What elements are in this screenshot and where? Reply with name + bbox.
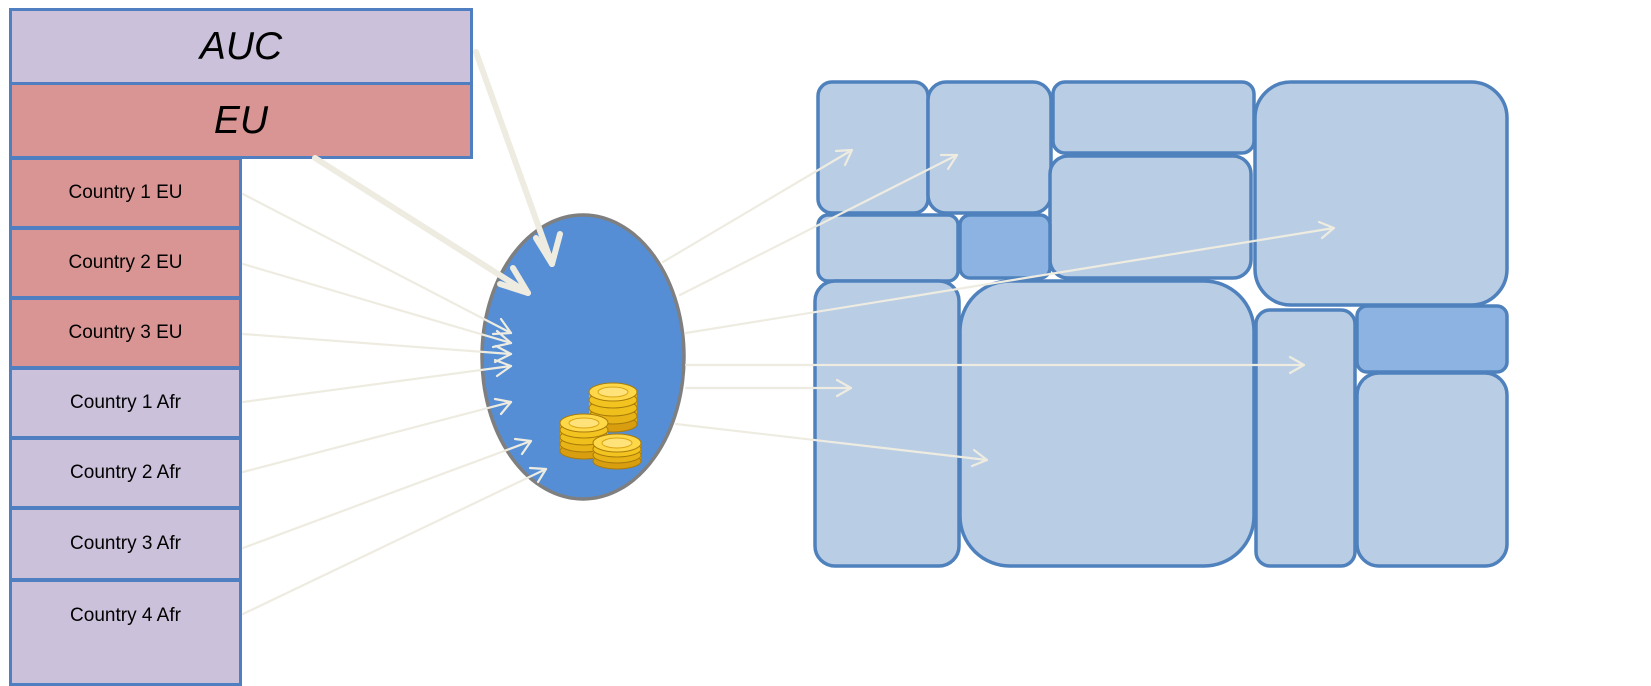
country-label: Country 3 EU <box>68 322 183 343</box>
destination-block <box>1355 371 1509 568</box>
country-label: Country 1 Afr <box>70 392 181 413</box>
arrow-fund-to-block <box>661 148 854 264</box>
destination-block <box>816 213 960 283</box>
arrow-fund-to-block <box>674 422 989 462</box>
arrow-country-to-fund <box>241 192 513 335</box>
destination-block <box>1051 80 1256 155</box>
country-label: Country 3 Afr <box>70 533 181 554</box>
country-label: Country 2 EU <box>68 252 183 273</box>
arrowhead <box>493 344 513 364</box>
destination-block <box>1048 154 1253 280</box>
destination-blocks <box>813 80 1509 568</box>
arrow-country-to-fund <box>241 400 513 474</box>
arrow-country-to-fund <box>241 262 513 345</box>
eu-label: EU <box>213 98 269 142</box>
country-box: Country 4 Afr <box>9 579 242 686</box>
arrowhead <box>533 231 563 267</box>
destination-block <box>958 213 1052 280</box>
arrowhead <box>835 378 853 398</box>
arrowhead <box>939 153 959 171</box>
destination-block <box>926 80 1053 215</box>
destination-block <box>1253 80 1509 307</box>
arrow-fund-to-block <box>684 226 1336 335</box>
arrowhead <box>493 397 513 416</box>
arrow-country-to-fund <box>241 439 533 550</box>
arrowhead <box>513 437 533 456</box>
arrowhead <box>491 329 513 349</box>
arrow-country-to-fund <box>241 332 513 356</box>
destination-block <box>816 80 930 215</box>
arrowhead <box>1317 220 1336 240</box>
country-label: Country 4 Afr <box>70 604 181 626</box>
auc-box: AUC <box>9 8 473 85</box>
destination-block <box>958 279 1256 568</box>
flow-arrows <box>241 49 1336 616</box>
arrowhead <box>834 148 854 167</box>
arrowhead <box>970 448 989 468</box>
arrow-eu-to-fund <box>312 155 531 296</box>
arrow-fund-to-block <box>678 153 959 297</box>
arrowhead <box>528 466 548 484</box>
country-label: Country 1 EU <box>68 182 183 203</box>
arrowhead <box>493 358 513 378</box>
auc-label: AUC <box>199 24 283 68</box>
destination-block <box>1254 308 1357 568</box>
destination-block <box>813 279 961 568</box>
arrowhead <box>497 265 531 296</box>
destination-block <box>1355 304 1509 374</box>
country-box: Country 1 EU <box>9 157 242 229</box>
coin-stack-icon <box>559 382 642 470</box>
arrow-country-to-fund <box>241 364 513 404</box>
country-box: Country 2 Afr <box>9 437 242 509</box>
country-label: Country 2 Afr <box>70 462 181 483</box>
country-box: Country 3 Afr <box>9 507 242 581</box>
arrow-country-to-fund <box>241 467 548 616</box>
arrowhead <box>1288 355 1306 375</box>
arrow-auc-to-fund <box>473 49 555 267</box>
